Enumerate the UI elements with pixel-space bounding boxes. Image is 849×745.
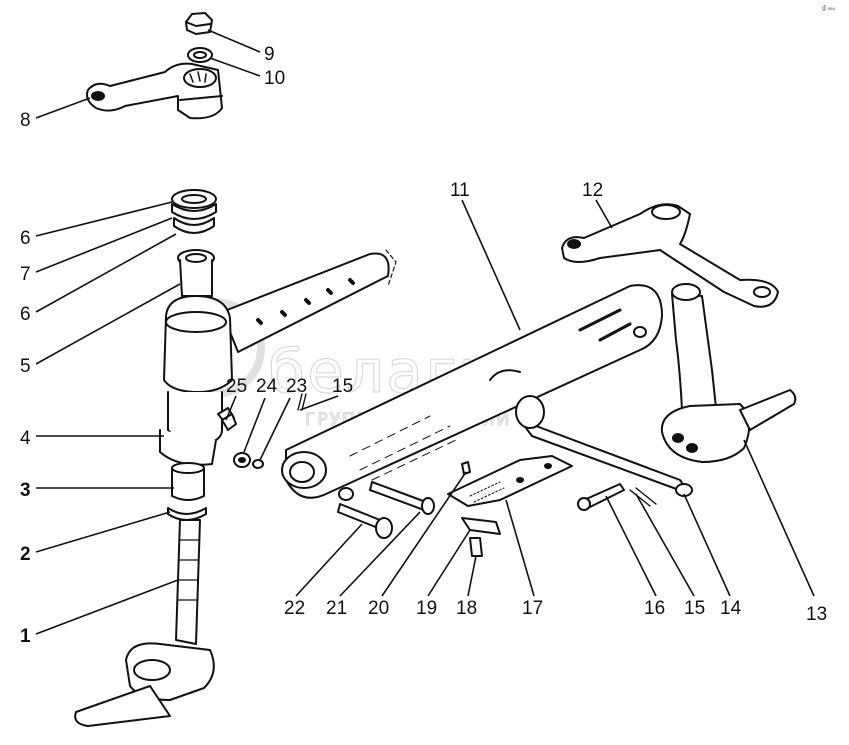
callout-8: 8 [20,110,31,131]
callout-3: 3 [20,480,31,501]
washer-stack-parts-6-7 [171,189,217,234]
callout-6-upper: 6 [20,228,31,249]
pin-part-16 [577,483,625,511]
callout-18: 18 [456,598,477,619]
spindle-part-1 [74,519,215,727]
callout-5: 5 [20,356,31,377]
callout-20: 20 [368,598,389,619]
callout-15-left: 15 [332,376,353,397]
callout-11: 11 [450,180,470,201]
callout-9: 9 [264,44,275,65]
steering-knuckle-part-13 [660,283,797,463]
callout-10: 10 [264,68,285,89]
pin-part-15-left [297,393,307,411]
pivot-housing-part-4 [159,295,235,466]
bushing-part-5 [177,249,215,297]
callout-12: 12 [582,180,603,201]
callout-4: 4 [20,428,31,449]
shaft-part-14 [515,395,693,497]
steering-arm-part-8 [86,62,223,120]
callout-7: 7 [20,264,31,285]
bolt-part-22 [337,503,393,539]
callout-13: 13 [806,604,827,625]
axle-beam-part-11 [281,284,663,501]
nut-part-24 [233,452,251,468]
bolt-part-18 [469,537,483,557]
leader-lines [35,29,815,635]
callout-24: 24 [256,376,278,397]
callout-22: 22 [284,598,305,619]
callout-21: 21 [326,598,347,619]
corner-mark: ₫ ₈₈₈ [822,5,836,12]
washer-part-23 [252,459,264,469]
plate-part-17 [447,455,573,507]
callout-25: 25 [226,376,247,397]
pin-part-15-right [629,487,657,507]
callout-16: 16 [644,598,665,619]
collar-part-3 [171,462,205,501]
callout-19: 19 [416,598,437,619]
pin-part-20 [461,461,471,475]
axle-tube-rear [221,249,397,353]
lock-plate-part-19 [461,517,501,535]
callout-labels: 9 10 8 11 12 6 7 6 5 25 24 23 15 4 3 2 1… [20,44,827,647]
callout-6-lower: 6 [20,304,31,325]
callout-23: 23 [286,376,307,397]
bolt-part-21 [369,481,435,515]
callout-14: 14 [720,598,742,619]
callout-17: 17 [522,598,543,619]
grease-nipple-part-25 [221,413,237,431]
washer-part-10 [187,47,213,63]
callout-15-right: 15 [684,598,705,619]
steering-arm-part-12 [561,203,779,308]
callout-1: 1 [20,626,31,647]
callout-2: 2 [20,544,31,565]
nut-part-9 [185,12,213,35]
washer-part-2 [167,507,207,521]
